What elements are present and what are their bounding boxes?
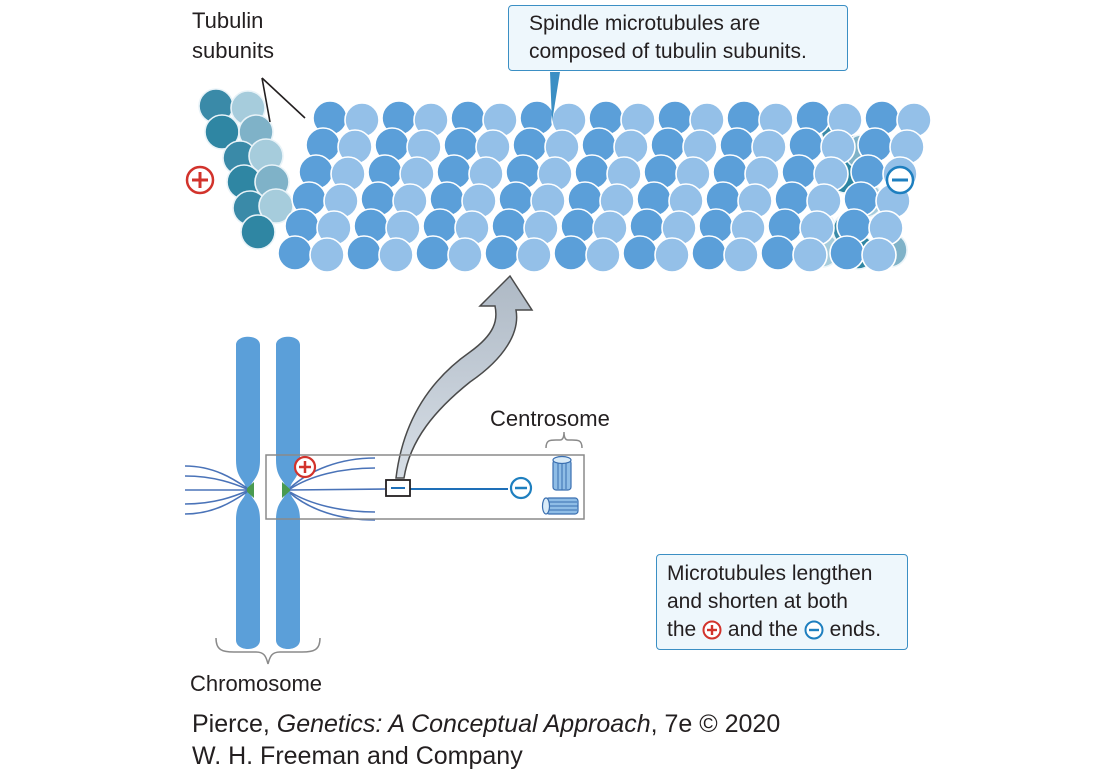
microtubule-lattice: [198, 88, 932, 273]
tubulin-subunit: [553, 235, 589, 271]
tubulin-subunit: [585, 237, 621, 273]
tubulin-subunit: [829, 235, 865, 271]
inset-frame: [265, 454, 585, 520]
tubulin-subunit: [447, 237, 483, 273]
tubulin-subunits-label: Tubulin subunits: [192, 8, 274, 63]
credit: Pierce, Genetics: A Conceptual Approach,…: [192, 710, 781, 770]
minus-icon: [509, 476, 533, 500]
tubulin-subunit: [277, 235, 313, 271]
tubulin-subunit: [691, 235, 727, 271]
tubulin-subunit: [240, 214, 276, 250]
minus-icon: [885, 165, 915, 195]
spindle-fibers-left: [184, 465, 248, 515]
tubulin-subunit: [309, 237, 345, 273]
callout-top: Spindle microtubules are composed of tub…: [508, 5, 848, 71]
centriole-icon: [541, 497, 579, 515]
plus-icon: [293, 455, 317, 479]
tubulin-leader-lines: [261, 77, 306, 123]
plus-icon: [185, 165, 215, 195]
chromosome-label: Chromosome: [190, 671, 323, 696]
centrosome-label: Centrosome: [490, 406, 610, 431]
plus-icon: [702, 620, 722, 640]
chromosome: [236, 336, 300, 649]
tubulin-subunit: [484, 235, 520, 271]
tubulin-subunit: [861, 237, 897, 273]
tubulin-subunit: [378, 237, 414, 273]
callout-pointer: [550, 72, 560, 122]
tubulin-subunit: [654, 237, 690, 273]
callout-bottom: Microtubules lengthen and shorten at bot…: [656, 554, 908, 650]
minus-icon: [804, 620, 824, 640]
tubulin-subunit: [622, 235, 658, 271]
chromosome-brace: [215, 637, 321, 665]
tubulin-subunit: [723, 237, 759, 273]
centrosome-brace: [545, 431, 583, 449]
tubulin-subunit: [516, 237, 552, 273]
tubulin-subunit: [760, 235, 796, 271]
tubulin-subunit: [346, 235, 382, 271]
tubulin-subunit: [415, 235, 451, 271]
spindle-fibers-right: [289, 457, 386, 521]
centriole-icon: [552, 455, 572, 491]
arrow-icon: [395, 274, 534, 479]
tubulin-subunit: [792, 237, 828, 273]
